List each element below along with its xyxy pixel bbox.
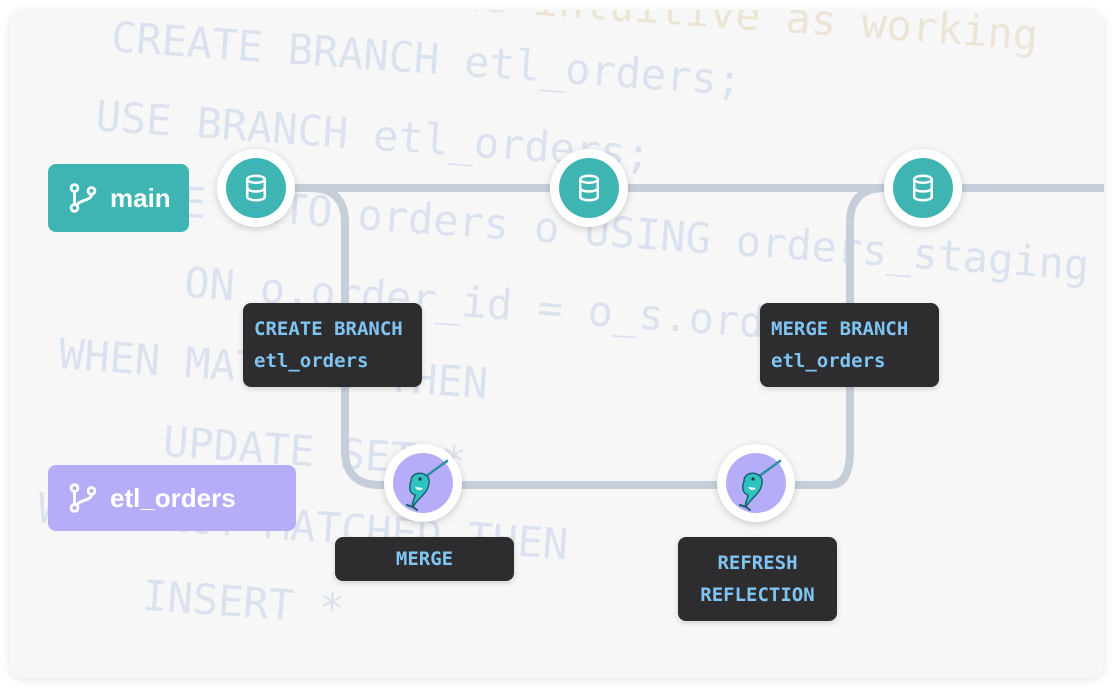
narwhal-icon [406, 459, 449, 511]
main-branch-label: main [48, 164, 189, 232]
git-branch-icon [69, 183, 97, 213]
etl-branch-label: etl_orders [48, 465, 296, 531]
op-line: etl_orders [254, 350, 369, 372]
op-line: MERGE BRANCH [771, 318, 909, 340]
database-icon [913, 174, 933, 202]
refresh-reflection-op: REFRESH REFLECTION [678, 537, 837, 621]
merge-op: MERGE [335, 537, 514, 581]
etl-branch-name: etl_orders [110, 482, 236, 513]
git-branch-icon [69, 483, 97, 513]
main-commit-node [217, 149, 295, 227]
etl-branch-line [256, 184, 886, 489]
database-icon [246, 174, 266, 202]
op-line: CREATE BRANCH [254, 318, 403, 340]
narwhal-icon [739, 459, 782, 511]
main-commit-node [884, 149, 962, 227]
op-line: MERGE [395, 548, 454, 570]
op-line: etl_orders [771, 350, 886, 372]
etl-commit-node [384, 444, 462, 522]
etl-commit-node [717, 444, 795, 522]
main-branch-name: main [110, 182, 171, 213]
branch-lines [256, 184, 1104, 489]
diagram-card: powerful and intuitive as working CREATE… [10, 10, 1104, 678]
main-commit-node [550, 149, 628, 227]
database-icon [579, 174, 599, 202]
op-line: REFRESH [717, 552, 798, 574]
merge-branch-op: MERGE BRANCH etl_orders [760, 303, 939, 387]
op-line: REFLECTION [700, 584, 815, 606]
create-branch-op: CREATE BRANCH etl_orders [243, 303, 422, 387]
